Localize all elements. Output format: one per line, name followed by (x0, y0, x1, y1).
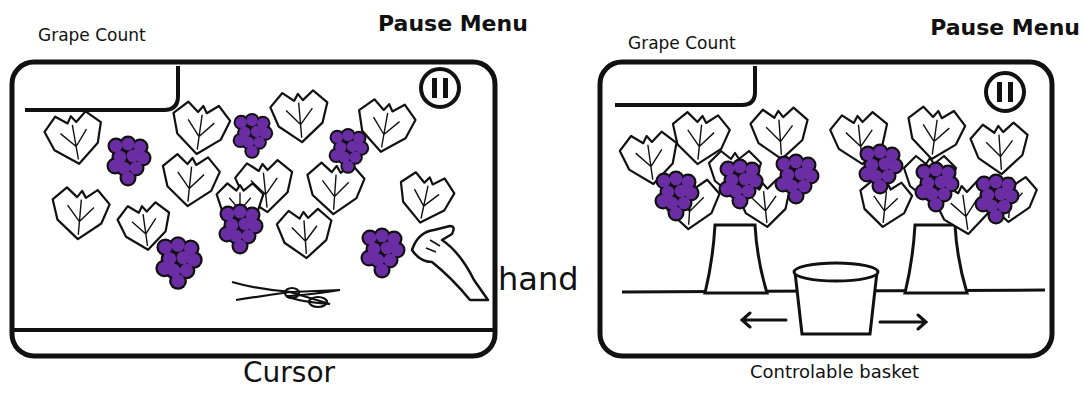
grape-bunch (915, 162, 960, 213)
annotation-label: Pause Menu (930, 16, 1080, 40)
annotation-label: Cursor (243, 358, 335, 389)
grape-leaf (709, 151, 761, 197)
grape-bunch (219, 204, 264, 255)
grape-bunch (233, 113, 274, 159)
hand-cursor (412, 226, 488, 300)
pause-button (986, 73, 1024, 111)
annotation-label: Grape Count (38, 26, 146, 45)
scissors-cursor (232, 282, 340, 307)
grape-leaf (168, 100, 232, 158)
annotation-label: Grape Count (628, 34, 736, 53)
vine-trunk (905, 225, 967, 293)
grape-leaf (159, 153, 221, 209)
grape-leaf (750, 107, 811, 161)
screen-frame (12, 62, 495, 356)
grape-leaf (618, 130, 682, 188)
move-arrows (742, 313, 926, 329)
grape-leaf (903, 105, 967, 163)
grape-leaf (269, 89, 330, 144)
grape-bunch (155, 236, 202, 290)
annotation-label: hand (498, 262, 578, 297)
grape-leaf (393, 170, 456, 229)
grape-bunch (775, 154, 820, 205)
grape-bunch (655, 171, 700, 222)
grape-bunch (859, 144, 904, 195)
grape-leaf (983, 174, 1038, 224)
grape-bunch (719, 159, 764, 210)
pause-button (421, 69, 459, 107)
bottom-bar (14, 328, 495, 332)
vine-trunk (705, 225, 767, 293)
annotation-label: Pause Menu (378, 12, 528, 36)
grape-bunch (107, 136, 152, 187)
grape-count-box (615, 66, 755, 105)
screen-frame (600, 62, 1052, 356)
cursor-mode-screen (12, 62, 495, 356)
grape-bunch (975, 174, 1020, 225)
grape-leaf (857, 178, 914, 229)
grape-leaf (305, 162, 366, 216)
grape-bunch (361, 228, 406, 279)
grape-leaf (353, 97, 418, 157)
grape-leaf (49, 186, 110, 241)
grape-leaf (970, 122, 1031, 176)
grape-leaf (276, 208, 334, 260)
grape-leaf (42, 109, 107, 169)
grape-count-box (25, 66, 178, 110)
grape-bunch (329, 128, 370, 174)
annotation-label: Controlable basket (750, 362, 919, 382)
grape-leaf (116, 201, 174, 254)
basket-mode-screen (600, 62, 1052, 356)
basket (794, 263, 878, 334)
